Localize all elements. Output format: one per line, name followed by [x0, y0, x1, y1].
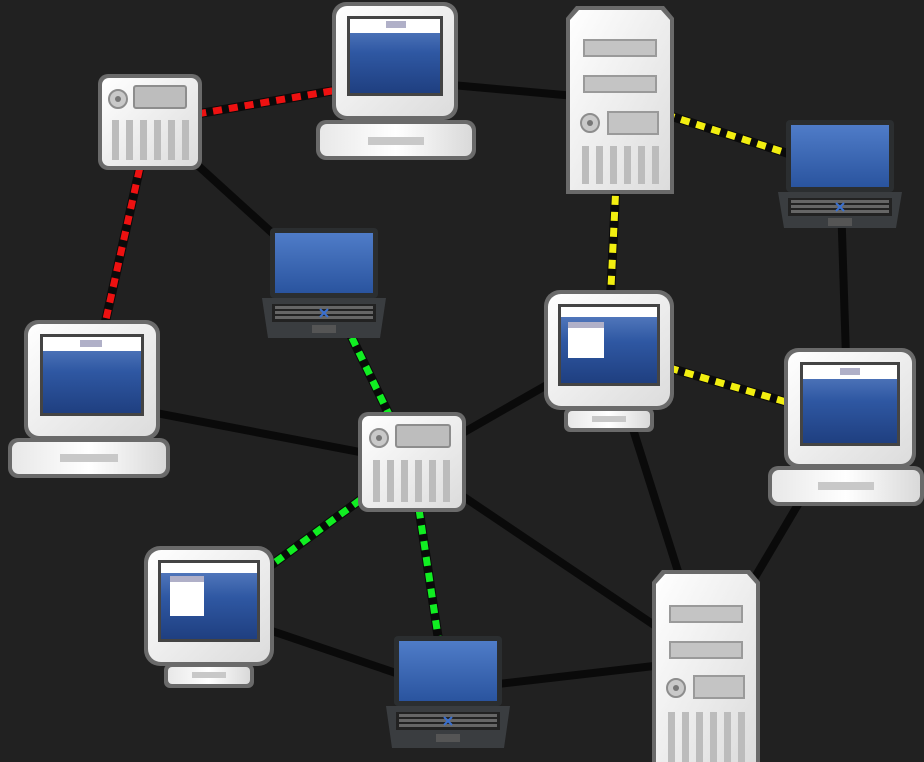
desktop-computer-icon[interactable] — [768, 348, 924, 506]
small-server-icon[interactable] — [358, 412, 466, 512]
laptop-icon[interactable] — [262, 228, 386, 338]
tower-server-icon[interactable] — [566, 6, 674, 194]
laptop-icon[interactable] — [778, 120, 902, 228]
tower-server-icon[interactable] — [652, 570, 760, 762]
laptop-icon[interactable] — [386, 636, 510, 748]
desktop-computer-icon[interactable] — [316, 2, 476, 160]
desktop-computer-icon[interactable] — [8, 320, 170, 478]
monitor-icon[interactable] — [144, 546, 274, 688]
monitor-icon[interactable] — [544, 290, 674, 432]
small-server-icon[interactable] — [98, 74, 202, 170]
